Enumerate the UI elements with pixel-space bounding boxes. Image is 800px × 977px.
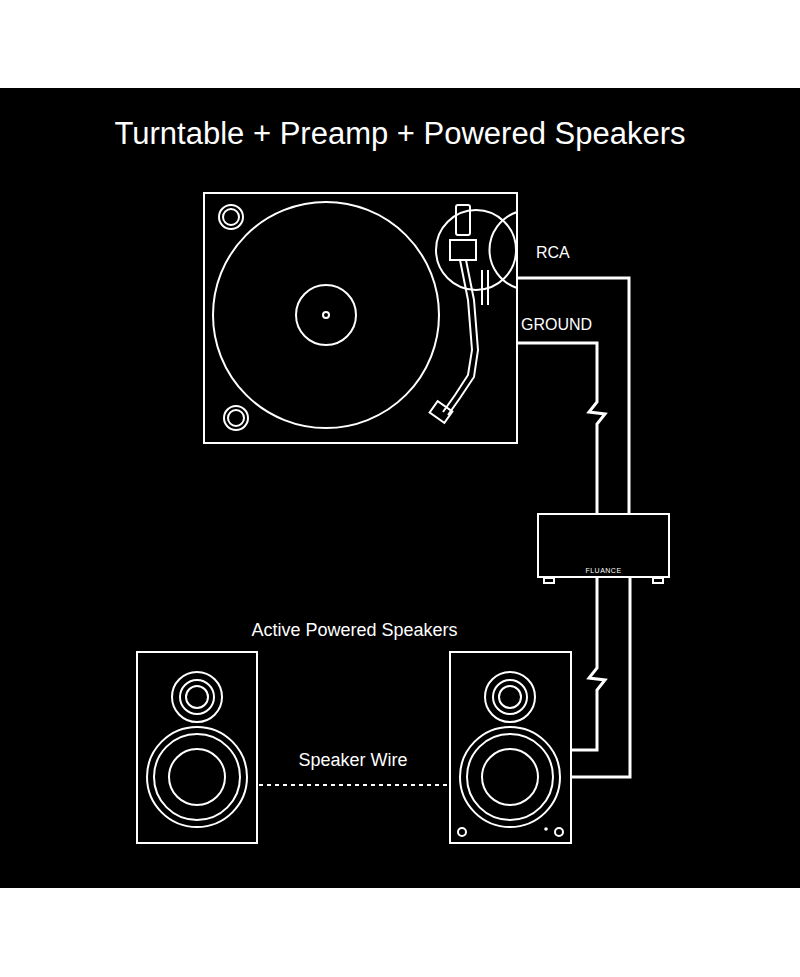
- preamp-foot: [653, 578, 663, 583]
- start-button-inner: [228, 410, 244, 426]
- woofer: [169, 749, 225, 805]
- tweeter: [499, 686, 521, 708]
- preamp-box: FLUANCE: [537, 513, 670, 578]
- speed-knob-inner: [223, 209, 239, 225]
- woofer: [482, 749, 538, 805]
- counterweight: [456, 205, 470, 235]
- left-speaker-cabinet: [137, 652, 257, 843]
- ground-wire: [517, 343, 605, 515]
- right-speaker-cabinet: [450, 652, 571, 843]
- tonearm: [448, 260, 478, 415]
- start-button: [224, 406, 248, 430]
- brand-logo: FLUANCE: [539, 567, 668, 574]
- platter: [213, 202, 439, 428]
- tweeter: [172, 672, 222, 722]
- tonearm-base-arc: [489, 212, 517, 288]
- woofer: [460, 727, 560, 827]
- signal-cable: [572, 578, 630, 777]
- diagram-title: Turntable + Preamp + Powered Speakers: [0, 116, 800, 152]
- wire-label: Speaker Wire: [298, 750, 407, 771]
- woofer: [147, 727, 247, 827]
- speaker-screw: [555, 828, 563, 836]
- rca-wire: [517, 278, 629, 515]
- tonearm: [443, 260, 472, 412]
- group-heading: Active Powered Speakers: [137, 618, 572, 641]
- headshell: [430, 401, 453, 423]
- spindle: [323, 312, 329, 318]
- record-label: [296, 285, 356, 345]
- turntable-plinth: [204, 193, 517, 443]
- signal-label: RCA: [536, 244, 570, 262]
- signal-cable: [572, 578, 605, 750]
- tweeter: [493, 680, 527, 714]
- preamp-foot: [544, 578, 554, 583]
- speaker-wire: [259, 784, 448, 786]
- signal-label: GROUND: [521, 316, 592, 334]
- power-led: [544, 827, 548, 831]
- tonearm-base: [436, 210, 516, 290]
- tweeter: [180, 680, 214, 714]
- dark-ground: [0, 88, 800, 888]
- tweeter: [186, 686, 208, 708]
- woofer: [467, 734, 553, 820]
- woofer: [154, 734, 240, 820]
- speaker-group: Active Powered Speakers: [137, 618, 572, 844]
- tonearm-pivot: [450, 240, 476, 260]
- tweeter: [485, 672, 535, 722]
- speaker-screw: [458, 828, 466, 836]
- arm-rest: [481, 270, 483, 305]
- speed-knob: [219, 205, 243, 229]
- arm-rest: [487, 270, 489, 305]
